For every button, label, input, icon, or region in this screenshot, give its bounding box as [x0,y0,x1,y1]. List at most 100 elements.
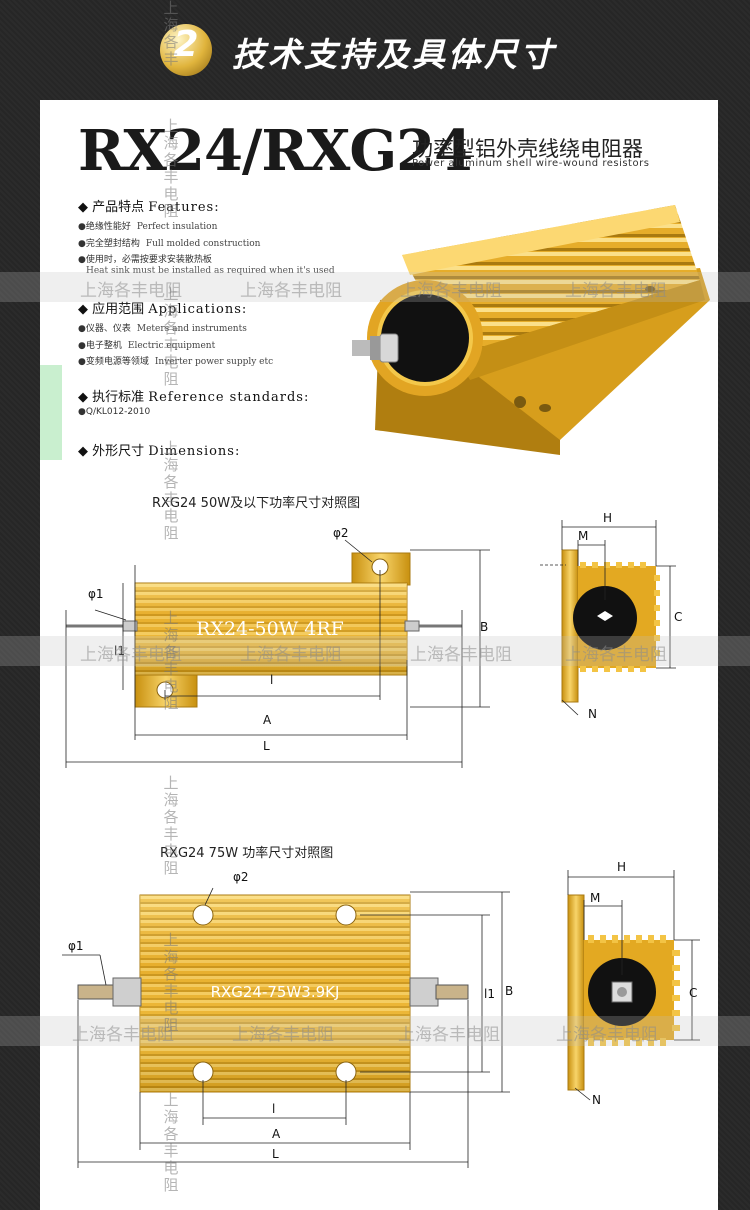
diagram1-h-label: H [603,511,612,525]
features-heading-cn: 产品特点 [92,200,145,215]
watermark-char: 阻 [163,370,179,388]
feature-item: ●使用时，必需按要求安装散热板 [78,255,212,265]
watermark-text: 上海各丰电阻 [240,281,342,301]
diagram1-body-label: RX24-50W 4RF [196,618,344,640]
diagram1-caption: RXG24 50W及以下功率尺寸对照图 [152,496,361,511]
dimensions-heading-en: Dimensions: [148,444,241,459]
diagram1-m-label: M [578,529,588,543]
application-en: Meters and instruments [136,324,247,334]
vertical-watermark: 上海各丰电阻 [162,286,180,388]
feature-cn: 使用时，必需按要求安装散热板 [85,255,212,265]
diagram1-phi2-label: φ2 [333,526,349,540]
step-number-badge: 2 [160,24,212,76]
watermark-text: 上海各丰电阻 [556,1025,658,1045]
vertical-watermark: 上海各丰 [162,0,180,68]
watermark-char: 上 [163,0,179,17]
diagram1-total-l-label: L [263,739,270,753]
watermark-char: 上 [163,931,179,949]
diagram2-a-label: A [272,1127,281,1141]
application-cn: 电子整机 [85,341,122,351]
vertical-watermark: 上海各丰电阻 [162,610,180,712]
diagram1-c-label: C [674,610,682,624]
watermark-char: 阻 [163,859,179,877]
product-title-cn: 功率型铝外壳线绕电阻器 [412,137,643,161]
watermark-band [0,1016,750,1046]
diagram2-side-view: H M C N [567,860,700,1107]
watermark-char: 海 [163,948,179,966]
watermark-char: 丰 [163,982,179,1000]
watermark-char: 海 [163,302,179,320]
watermark-char: 电 [163,353,179,371]
watermark-char: 各 [163,965,179,983]
watermark-char: 丰 [163,50,179,68]
standards-heading: ◆ 执行标准 Reference standards: [78,390,310,405]
watermark-char: 上 [163,439,179,457]
step-number: 2 [173,24,199,65]
product-photo [352,205,710,455]
watermark-char: 丰 [163,1142,179,1160]
watermark-band [0,636,750,666]
watermark-text: 上海各丰电阻 [72,1025,174,1045]
product-title-en: Power aluminum shell wire-wound resistor… [412,158,650,169]
watermark-char: 上 [163,117,179,135]
diagram1-l1-label: l1 [114,644,125,658]
vertical-watermark: 上海各丰电阻 [162,932,180,1034]
watermark-text: 上海各丰电阻 [400,281,502,301]
feature-cn: 完全塑封结构 [85,239,140,249]
diagram2-b-label: B [505,984,513,998]
vertical-watermark: 上海各丰电阻 [162,775,180,877]
vertical-watermark: 上海各丰电阻 [162,440,180,542]
diagram1-phi1-label: φ1 [88,587,104,601]
standards-heading-cn: 执行标准 [92,390,145,405]
watermark-char: 电 [163,185,179,203]
vertical-watermark: 上海各丰电阻 [162,1092,180,1194]
diagram1-b-label: B [480,620,488,634]
watermark-char: 各 [163,1125,179,1143]
diagram2-caption: RXG24 75W 功率尺寸对照图 [160,846,334,861]
watermark-char: 阻 [163,524,179,542]
application-en: Electric equipment [127,341,216,351]
section-header: 2 技术支持及具体尺寸 [0,0,750,100]
watermark-char: 丰 [163,490,179,508]
watermark-band [0,272,750,302]
watermark-char: 海 [163,626,179,644]
feature-en: Perfect insulation [136,222,218,232]
watermark-char: 海 [163,456,179,474]
diagram1-side-view: H M C N [540,511,682,721]
watermark-char: 阻 [163,1176,179,1194]
dimensions-heading: ◆ 外形尺寸 Dimensions: [78,444,241,459]
watermark-text: 上海各丰电阻 [398,1025,500,1045]
applications-heading-cn: 应用范围 [92,302,145,317]
applications-heading: ◆ 应用范围 Applications: [78,302,248,317]
watermark-text: 上海各丰电阻 [240,645,342,665]
watermark-char: 电 [163,842,179,860]
diagram1-l-label: l [270,673,273,687]
watermark-char: 海 [163,1108,179,1126]
watermark-text: 上海各丰电阻 [565,281,667,301]
watermark-text: 上海各丰电阻 [232,1025,334,1045]
feature-en: Full molded construction [145,239,261,249]
side-accent-bar [40,365,62,460]
watermark-char: 各 [163,808,179,826]
watermark-char: 上 [163,1091,179,1109]
watermark-char: 阻 [163,1016,179,1034]
diagram2-front-view: RXG24-75W3.9KJ φ1 φ2 l1 B l A L [62,870,513,1168]
diagram2-phi2-label: φ2 [233,870,249,884]
watermark-text: 上海各丰电阻 [80,645,182,665]
watermark-text: 上海各丰电阻 [565,645,667,665]
diagram1-front-view: RX24-50W 4RF φ1 φ2 B l1 l A L [65,526,490,768]
feature-cn: 绝缘性能好 [85,222,131,232]
diagram1-a-label: A [263,713,272,727]
watermark-char: 丰 [163,168,179,186]
diagram2-n-label: N [592,1093,601,1107]
watermark-char: 丰 [163,336,179,354]
features-heading: ◆ 产品特点 Features: [78,200,220,215]
watermark-char: 各 [163,151,179,169]
watermark-char: 各 [163,33,179,51]
watermark-text: 上海各丰电阻 [80,281,182,301]
watermark-text: 上海各丰电阻 [410,645,512,665]
heat-sink-note: Heat sink must be installed as required … [86,266,335,276]
